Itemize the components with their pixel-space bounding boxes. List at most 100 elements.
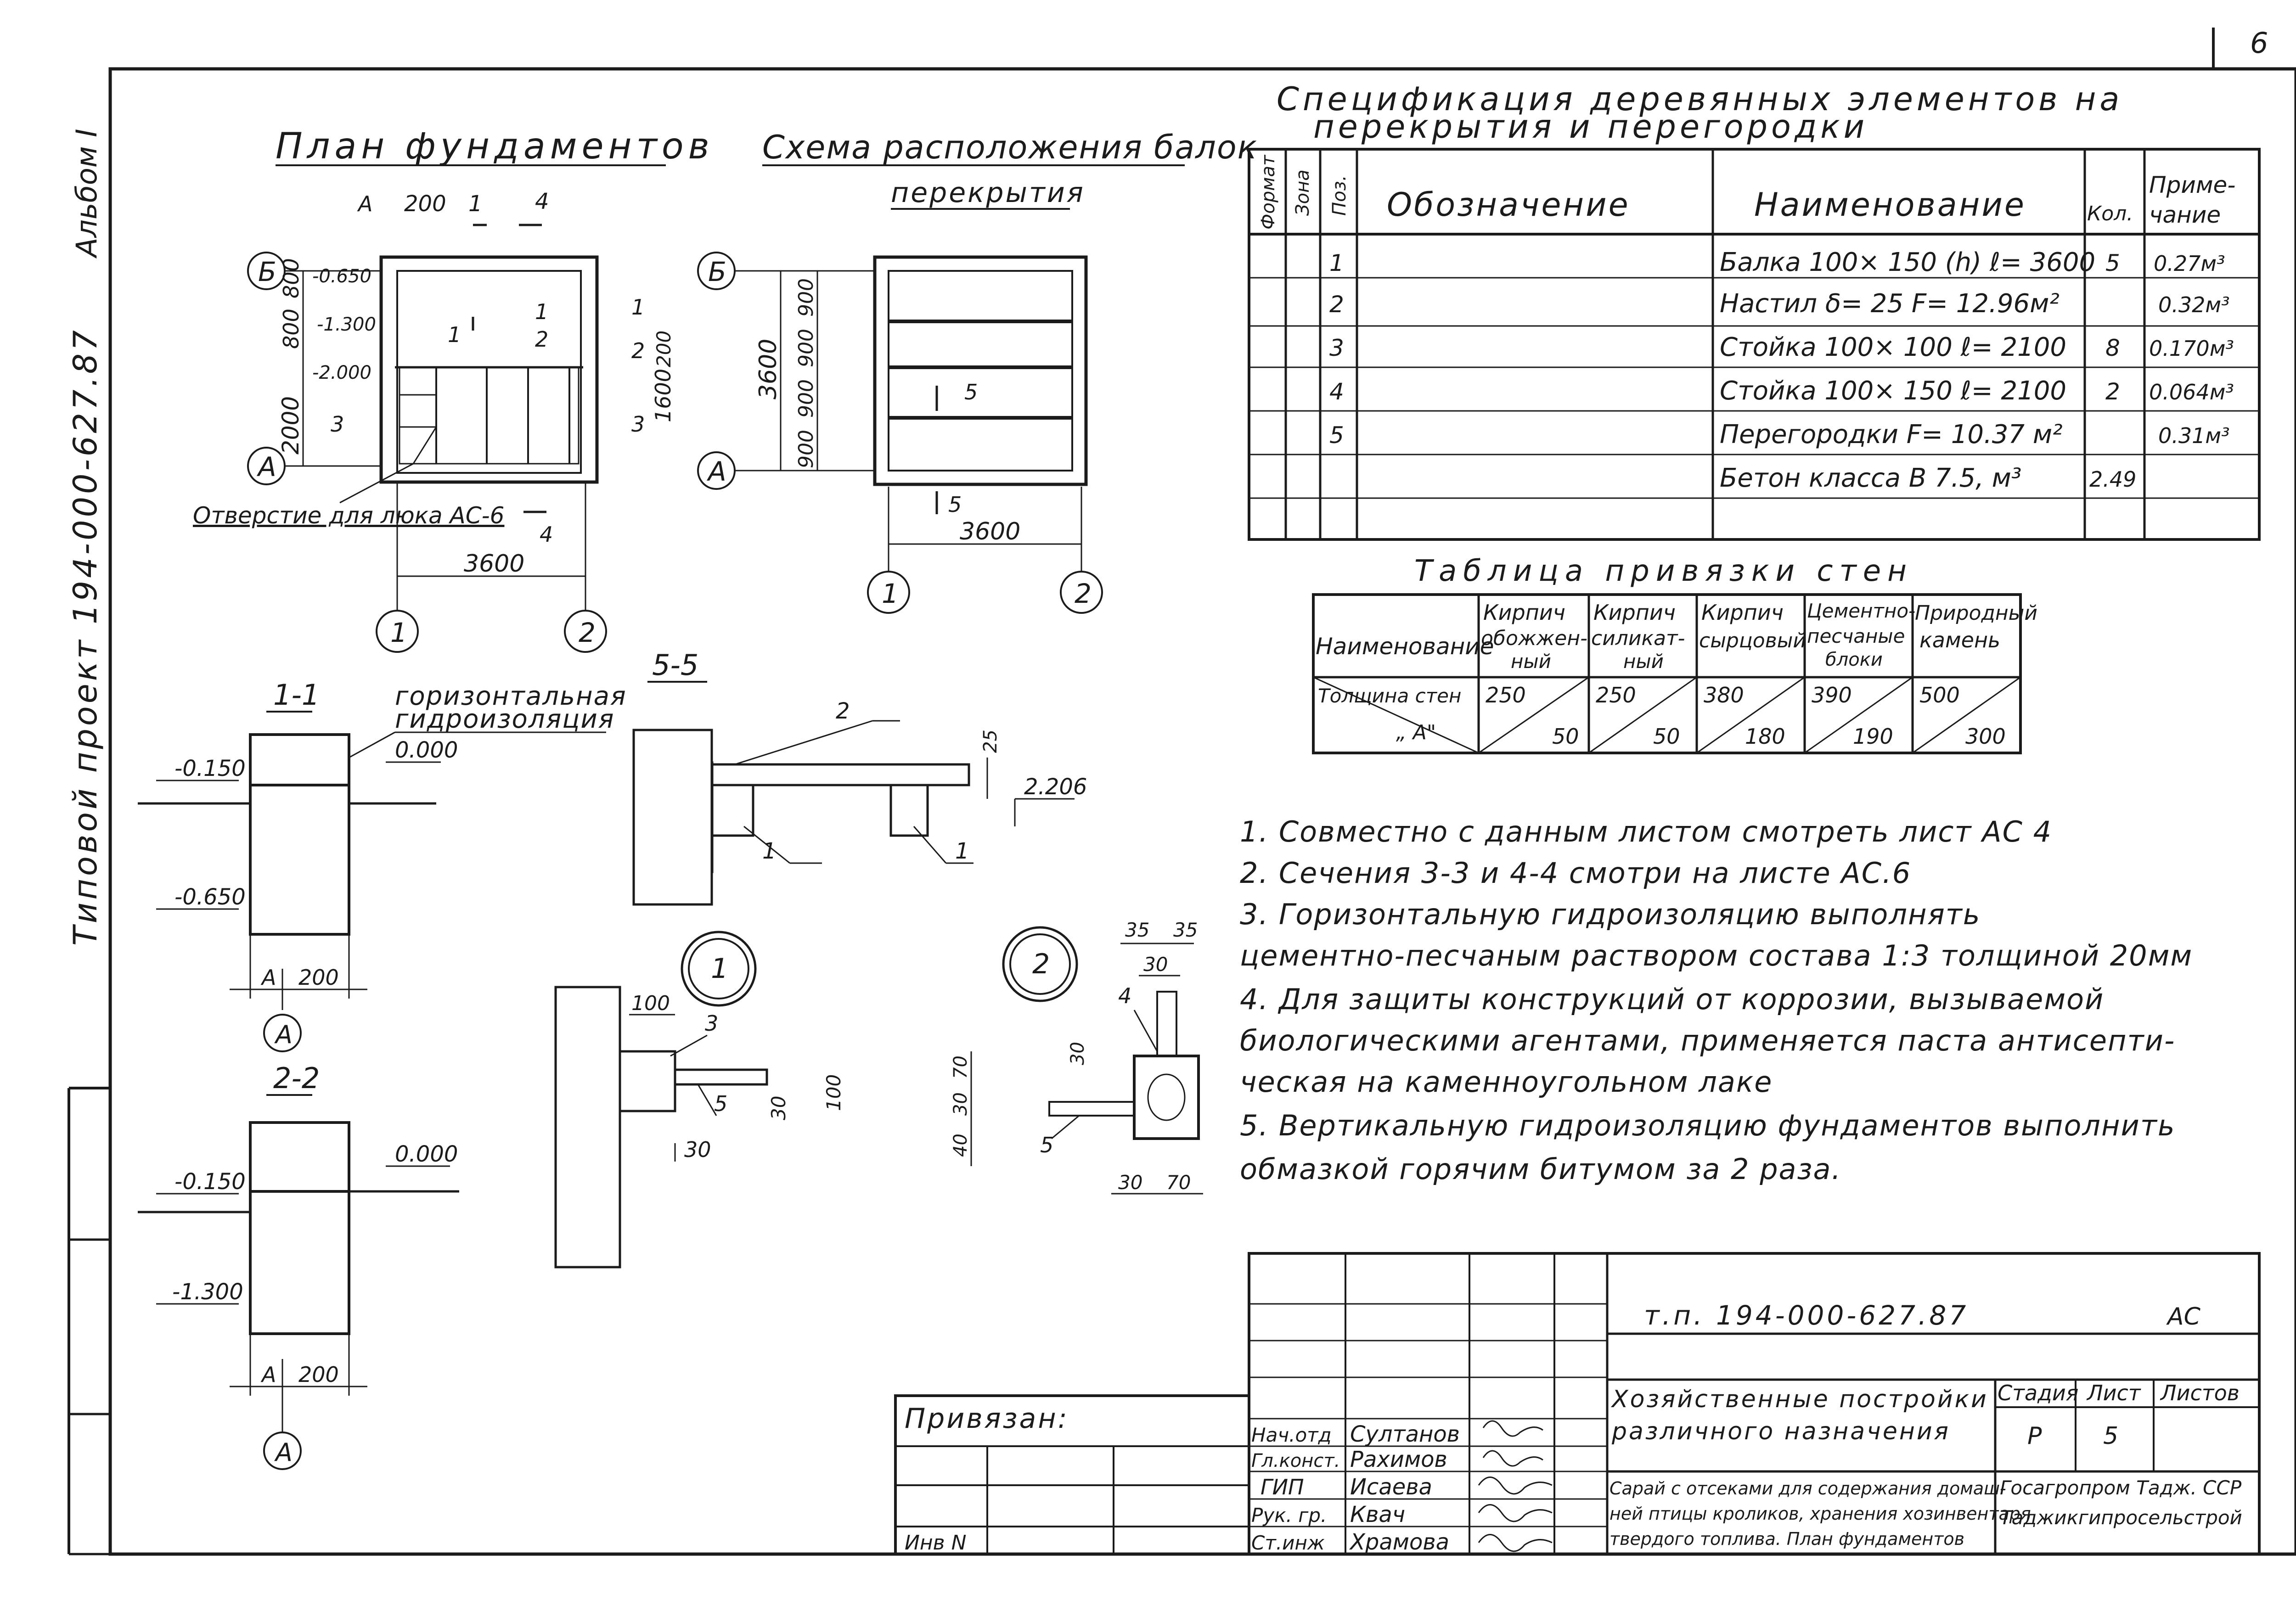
spec-h-designation: Обозначение [1387, 186, 1630, 224]
spec-row-3-qty: 8 [2105, 335, 2120, 361]
beam-axis-a: А [706, 456, 726, 487]
section-5-5: 5-5 2 1 1 25 2.206 [632, 648, 1087, 906]
axis-a: А [256, 451, 276, 483]
binding-h-1a: Кирпич [1483, 600, 1565, 625]
tb-sheet-h: Лист [2086, 1381, 2141, 1405]
binding-v-top-4: 390 [1812, 683, 1852, 707]
spec-row-1-note: 0.27м³ [2154, 251, 2225, 276]
binding-title: Таблица привязки стен [1414, 554, 1913, 588]
binding-h-2a: Кирпич [1593, 600, 1676, 625]
spec-row-4-note: 0.064м³ [2149, 380, 2234, 404]
spec-row-4-name: Стойка 100× 150 ℓ= 2100 [1720, 376, 2066, 406]
s22-level-0000: 0.000 [395, 1141, 458, 1167]
beam-dim-900-2: 900 [794, 379, 818, 418]
node1-dim-30-h: 30 [684, 1137, 711, 1162]
section-mark-1-top: 1 [468, 191, 483, 217]
beam-dim-3600-h: 3600 [960, 518, 1020, 545]
signature-5 [1478, 1534, 1553, 1552]
binding-v-bot-1: 50 [1552, 724, 1579, 749]
signature-3 [1478, 1476, 1553, 1495]
node2-dim-40: 40 [950, 1134, 971, 1157]
binding-table: Таблица привязки стен Наименование Кирпи… [1312, 554, 2037, 754]
spec-row-1-pos: 1 [1329, 250, 1344, 276]
axis-b: Б [258, 256, 276, 287]
dim-800-2: 800 [279, 258, 304, 298]
node1-mark-5: 5 [714, 1091, 727, 1116]
section-mark-4-b: 4 [540, 522, 553, 547]
binding-h-4b: песчаные [1807, 625, 1905, 647]
album-label: Альбом I [70, 129, 103, 259]
beam-axis-2: 2 [1075, 578, 1092, 609]
tb-name-3: Исаева [1350, 1474, 1432, 1500]
hatch-opening-label: Отверстие для люка АС-6 [193, 502, 504, 529]
binding-h-1b: обожжен- [1481, 627, 1587, 650]
section-5-5-title: 5-5 [652, 648, 698, 682]
dim-200-top: 200 [404, 191, 446, 217]
beam-axis-1: 1 [882, 578, 899, 609]
spec-row-2-note: 0.32м³ [2158, 292, 2230, 317]
note-2: 2. Сечения 3-3 и 4-4 смотри на листе АС.… [1240, 856, 1912, 890]
tb-stage-h: Стадия [1998, 1381, 2078, 1405]
spec-row-1-qty: 5 [2105, 250, 2120, 276]
level-0650: -0.650 [312, 266, 371, 287]
spec-h-note-1: Приме- [2149, 172, 2235, 198]
spec-row-1-name: Балка 100× 150 (h) ℓ= 3600 [1720, 247, 2095, 277]
s55-mark-1a: 1 [762, 838, 777, 864]
binding-v-top-2: 250 [1596, 683, 1636, 707]
node2-mark-4: 4 [1118, 983, 1131, 1008]
s11-axis-a: А [274, 1020, 293, 1049]
binding-v-bot-2: 50 [1653, 724, 1680, 749]
tb-sheet: 5 [2103, 1422, 2118, 1450]
section-mark-1-r: 1 [535, 299, 548, 324]
section-mark-2-r: 2 [535, 327, 548, 352]
spec-h-pos: Поз. [1329, 175, 1350, 216]
tb-org-2: Таджикгипросельстрой [2000, 1506, 2242, 1529]
tb-role-4: Рук. гр. [1251, 1504, 1327, 1527]
section-mark-3-l: 3 [331, 412, 344, 437]
s22-dim-200: 200 [298, 1362, 339, 1387]
axis-1: 1 [390, 617, 407, 648]
node-1: 1 100 3 100 30 5 30 [554, 931, 845, 1269]
spec-row-5-pos: 5 [1329, 422, 1344, 449]
level-1300: -1.300 [317, 314, 376, 335]
section-mark-a: А [357, 191, 372, 216]
tb-sheet-mark: АС [2166, 1303, 2201, 1331]
tb-inv: Инв N [905, 1531, 967, 1555]
s22-dim-a: А [260, 1362, 276, 1387]
beam-dim-900-3: 900 [794, 329, 818, 367]
section-mark-4-top: 4 [535, 189, 549, 214]
signature-2 [1482, 1450, 1543, 1467]
project-code: Типовой проект 194-000-627.87 [67, 327, 104, 946]
beam-dim-3600-v: 3600 [754, 339, 782, 399]
dim-3600: 3600 [464, 550, 524, 578]
tb-sheets-h: Листов [2160, 1381, 2240, 1405]
binding-h-3a: Кирпич [1701, 600, 1784, 625]
spec-title: Спецификация деревянных элементов на [1277, 80, 2123, 118]
node2-dim-30-l: 30 [950, 1092, 971, 1116]
node2-dim-70: 70 [950, 1055, 971, 1079]
note-6: биологическими агентами, применяется пас… [1240, 1024, 2176, 1057]
binding-row-label: Толщина стен [1318, 685, 1461, 707]
section-mark-1-far: 1 [631, 295, 645, 320]
section-2-2: 2-2 0.000 -0.150 -1.300 А 200 А [138, 1061, 459, 1470]
binding-h-4a: Цементно- [1807, 600, 1915, 622]
node2-dim-35a: 35 [1125, 919, 1149, 941]
spec-row-5-note: 0.31м³ [2158, 423, 2230, 448]
binding-h-name: Наименование [1316, 633, 1494, 660]
binding-v-top-3: 380 [1704, 683, 1744, 707]
signature-1 [1482, 1420, 1543, 1437]
binding-h-5b: камень [1919, 628, 2000, 652]
level-2000: -2.000 [312, 362, 371, 383]
dim-200-right: 200 [653, 331, 675, 367]
tb-drawing-3: твердого топлива. План фундаментов [1609, 1529, 1964, 1549]
signature-4 [1478, 1504, 1553, 1522]
tb-org-1: Госагропром Тадж. ССР [2000, 1476, 2242, 1499]
node-2: 2 35 35 30 4 30 70 30 40 5 30 70 [950, 919, 1203, 1195]
tb-drawing-1: Сарай с отсеками для содержания домаш- [1609, 1478, 2006, 1499]
spec-h-format: Формат [1258, 154, 1279, 230]
section-mark-2-far: 2 [631, 338, 645, 363]
node2-dim-70-b: 70 [1166, 1171, 1191, 1194]
section-mark-3-r: 3 [631, 412, 645, 437]
spec-row-5-name: Перегородки F= 10.37 м² [1720, 420, 2063, 449]
